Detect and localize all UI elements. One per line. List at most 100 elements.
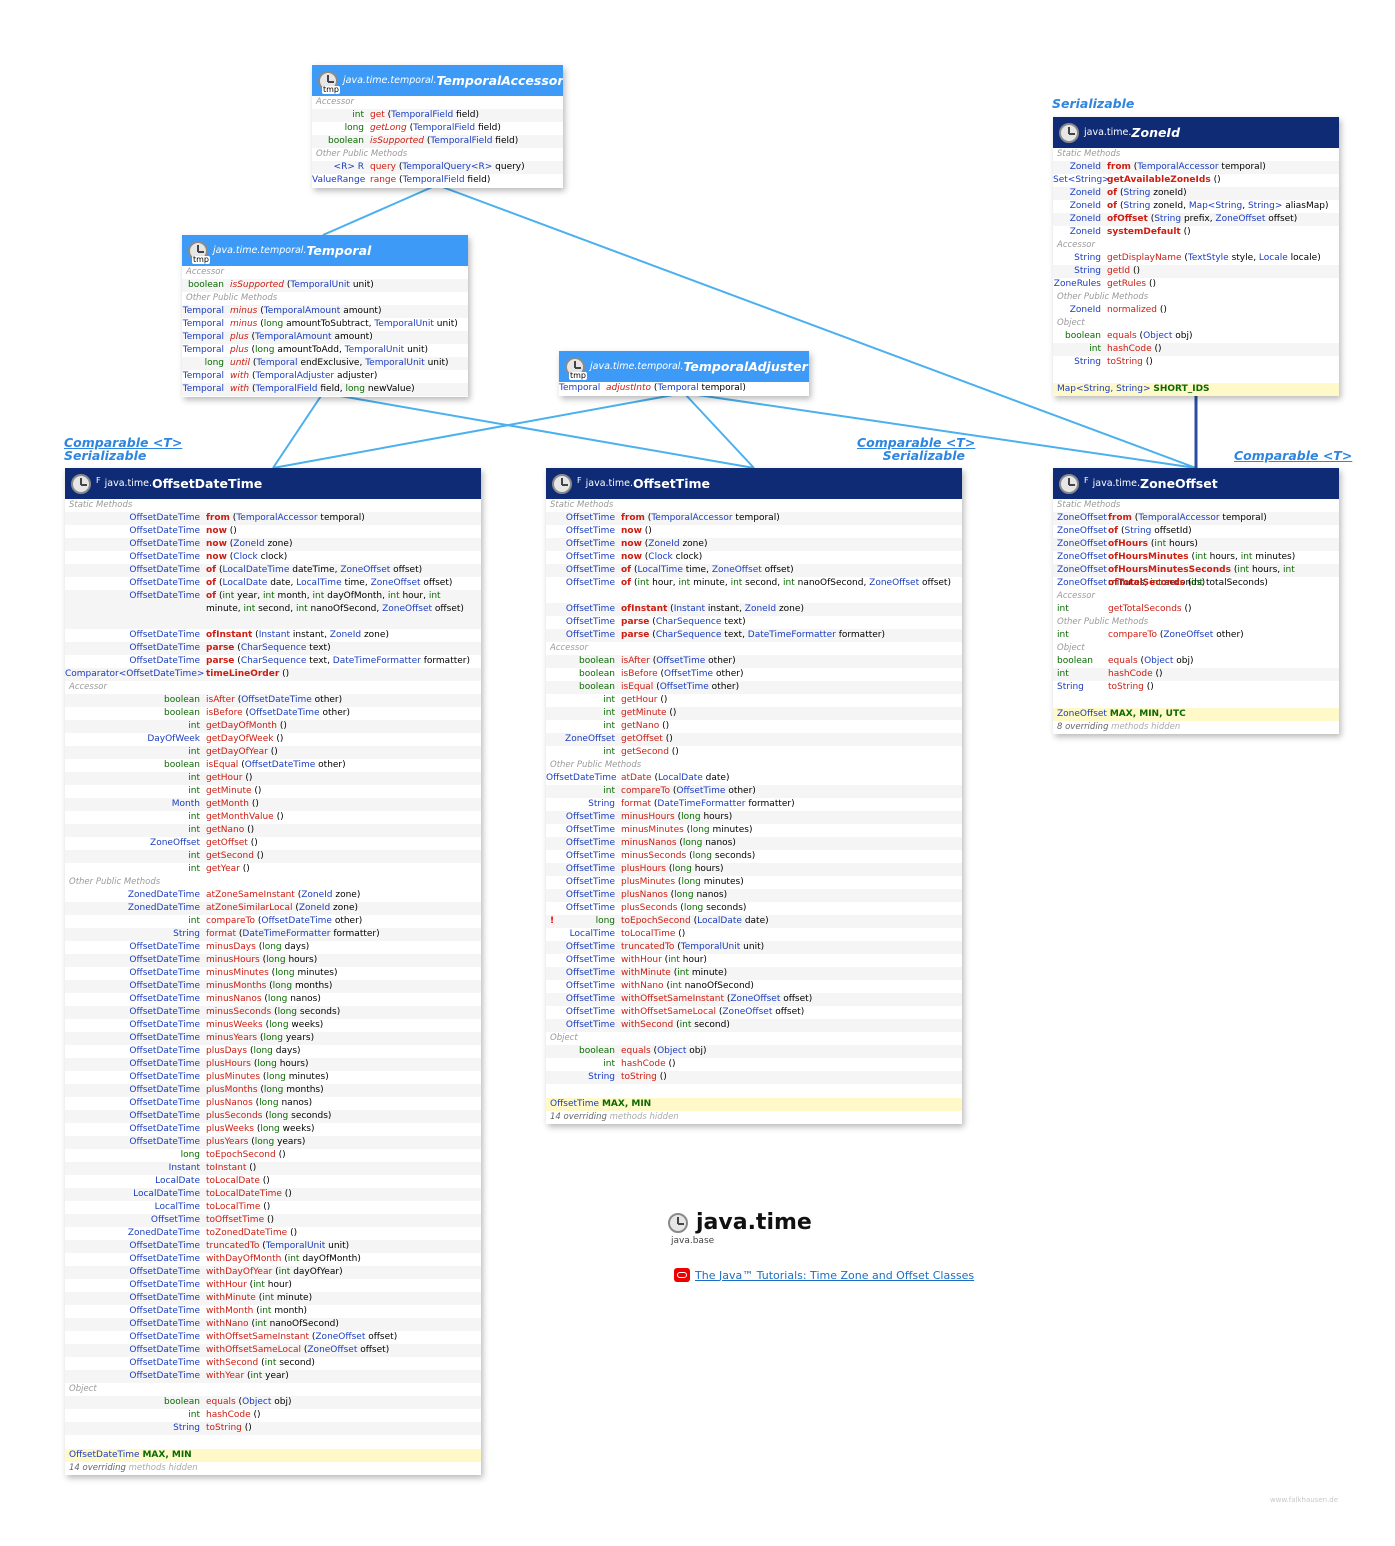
temporalaccessor-interface[interactable]: tmp java.time.temporal. TemporalAccessor… [312,65,563,188]
class-header[interactable]: F java.time. OffsetTime [546,468,962,499]
class-header[interactable]: tmp java.time.temporal. TemporalAccessor [312,65,563,96]
implements-comparable[interactable]: Comparable <T> [64,435,183,450]
method-row[interactable]: Comparator<OffsetDateTime>timeLineOrder … [65,668,481,681]
class-header[interactable]: java.time. ZoneId [1053,117,1339,148]
tutorial-link[interactable]: The Java™ Tutorials: Time Zone and Offse… [695,1268,975,1282]
implements-serializable[interactable]: Serializable [1052,96,1135,111]
implements-comparable[interactable]: Comparable <T> [1234,448,1353,463]
implements-label[interactable]: Serializable [1052,97,1134,110]
implements-label[interactable]: Comparable <T> [1234,449,1352,462]
method-row[interactable]: Set<String>getAvailableZoneIds () [1053,174,1339,187]
offsetdatetime-class[interactable]: F java.time. OffsetDateTime Static Metho… [65,468,481,1475]
implements-label[interactable]: Comparable <T>Serializable [64,436,182,462]
class-header[interactable]: tmp java.time.temporal. TemporalAdjuster [559,351,809,382]
